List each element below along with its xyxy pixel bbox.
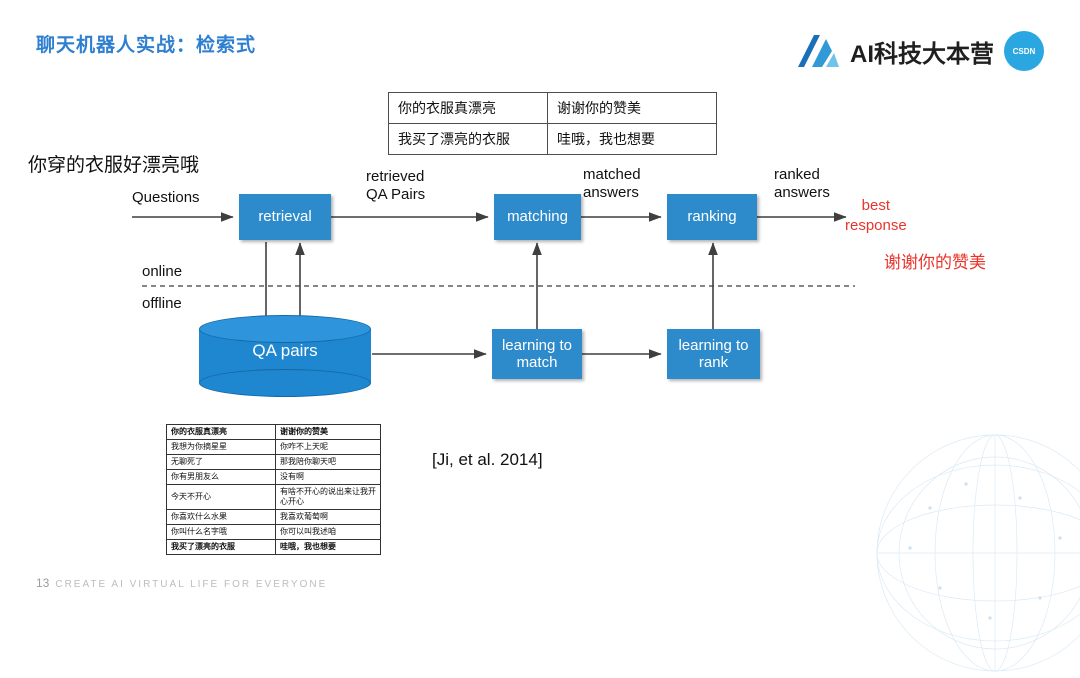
table-cell: 你喜欢什么水果 [166, 509, 276, 525]
node-retrieval[interactable]: retrieval [239, 194, 331, 240]
table-cell: 哇哦，我也想要 [275, 539, 381, 555]
table-cell: 那我陪你聊天吧 [275, 454, 381, 470]
db-bottom-ellipse [199, 369, 371, 397]
label-online: online [142, 263, 183, 280]
table-cell: 谢谢你的赞美 [275, 424, 381, 440]
table-cell: 我喜欢葡萄啊 [275, 509, 381, 525]
table-cell: 无聊死了 [166, 454, 276, 470]
user-utterance: 你穿的衣服好漂亮哦 [28, 155, 200, 176]
logo-mark-icon [796, 31, 840, 71]
db-top-ellipse [199, 315, 371, 343]
table-cell: 我买了漂亮的衣服 [388, 123, 548, 155]
brand-logo: AI科技大本营 CSDN [796, 28, 1044, 74]
footer: 13 CREATE AI VIRTUAL LIFE FOR EVERYONE [36, 576, 327, 590]
table-row: 你有男朋友么 没有啊 [166, 469, 381, 485]
table-row: 你的衣服真漂亮 谢谢你的赞美 [388, 92, 717, 124]
table-row: 我想为你摘星星 你咋不上天呢 [166, 439, 381, 455]
label-reply: 谢谢你的赞美 [884, 253, 986, 272]
table-cell: 有啥不开心的说出来让我开心开心 [275, 484, 381, 510]
label-retrieved-qa-pairs: retrieved QA Pairs [366, 168, 426, 203]
page-number: 13 [36, 576, 50, 590]
table-cell: 你的衣服真漂亮 [166, 424, 276, 440]
table-row: 你叫什么名字哦 你可以叫我述咱 [166, 524, 381, 540]
node-learning-to-match[interactable]: learning to match [492, 329, 582, 379]
table-cell: 我买了漂亮的衣服 [166, 539, 276, 555]
table-cell: 你有男朋友么 [166, 469, 276, 485]
table-row: 我买了漂亮的衣服 哇哦，我也想要 [388, 123, 717, 155]
table-cell: 你可以叫我述咱 [275, 524, 381, 540]
label-matched-answers: matched answers [583, 166, 641, 201]
label-best-response: best response [845, 197, 907, 234]
label-offline: offline [142, 295, 182, 312]
table-row: 你的衣服真漂亮 谢谢你的赞美 [166, 424, 381, 440]
citation: [Ji, et al. 2014] [432, 450, 543, 469]
table-cell: 你的衣服真漂亮 [388, 92, 548, 124]
table-cell: 谢谢你的赞美 [547, 92, 717, 124]
table-cell: 没有啊 [275, 469, 381, 485]
table-row: 今天不开心 有啥不开心的说出来让我开心开心 [166, 484, 381, 510]
node-learning-to-rank[interactable]: learning to rank [667, 329, 760, 379]
csdn-badge-icon: CSDN [1004, 31, 1044, 71]
node-qa-pairs-database[interactable]: QA pairs [199, 315, 371, 397]
table-row: 我买了漂亮的衣服 哇哦，我也想要 [166, 539, 381, 555]
table-cell: 你叫什么名字哦 [166, 524, 276, 540]
node-ranking[interactable]: ranking [667, 194, 757, 240]
globe-decoration-icon [876, 434, 1080, 672]
table-cell: 哇哦，我也想要 [547, 123, 717, 155]
table-cell: 我想为你摘星星 [166, 439, 276, 455]
bottom-qa-table: 你的衣服真漂亮 谢谢你的赞美 我想为你摘星星 你咋不上天呢 无聊死了 那我陪你聊… [166, 424, 381, 555]
table-cell: 你咋不上天呢 [275, 439, 381, 455]
table-cell: 今天不开心 [166, 484, 276, 510]
table-row: 你喜欢什么水果 我喜欢葡萄啊 [166, 509, 381, 525]
db-label: QA pairs [252, 341, 318, 360]
label-questions: Questions [132, 189, 200, 206]
slide: 聊天机器人实战：检索式 AI科技大本营 CSDN 你的衣服真漂亮 谢谢你的赞美 … [28, 28, 1080, 672]
label-ranked-answers: ranked answers [774, 166, 830, 201]
node-matching[interactable]: matching [494, 194, 581, 240]
page-title: 聊天机器人实战：检索式 [36, 35, 257, 56]
table-row: 无聊死了 那我陪你聊天吧 [166, 454, 381, 470]
footer-tagline: CREATE AI VIRTUAL LIFE FOR EVERYONE [55, 579, 328, 590]
top-qa-table: 你的衣服真漂亮 谢谢你的赞美 我买了漂亮的衣服 哇哦，我也想要 [388, 92, 717, 155]
logo-text: AI科技大本营 [850, 40, 994, 68]
